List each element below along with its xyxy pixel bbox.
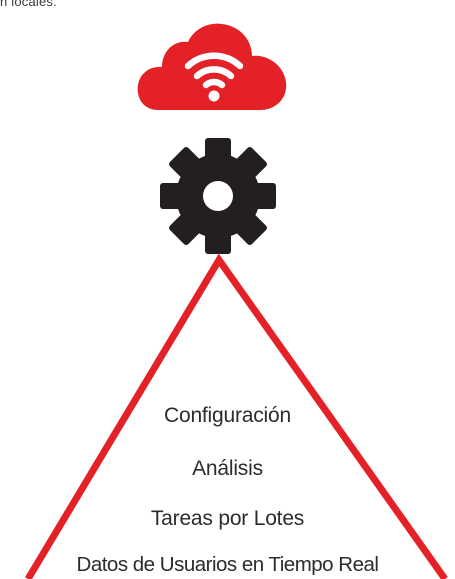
top-caption: n locales. bbox=[0, 0, 57, 9]
cloud-wifi-icon bbox=[137, 23, 287, 111]
gear-icon bbox=[160, 138, 276, 254]
pyramid-layer-label: Tareas por Lotes bbox=[150, 507, 305, 530]
pyramid-layer-label: Datos de Usuarios en Tiempo Real bbox=[76, 553, 379, 576]
pyramid-layer-label: Análisis bbox=[192, 457, 263, 480]
pyramid-layer-label: Configuración bbox=[164, 404, 291, 427]
